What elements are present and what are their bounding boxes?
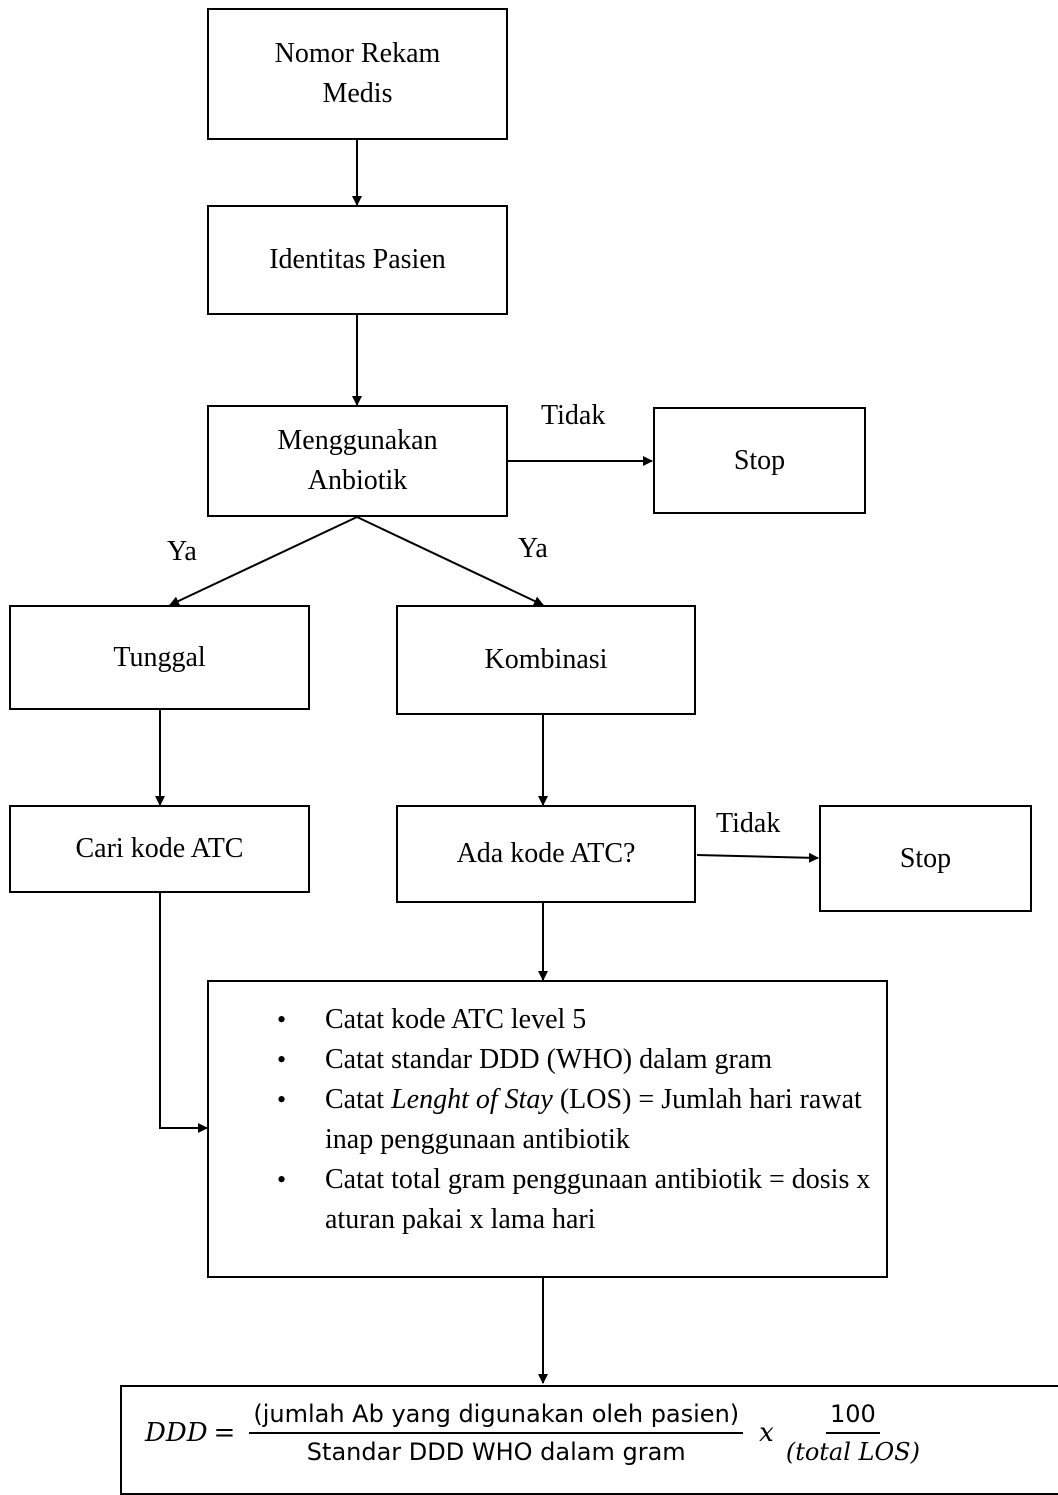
- catat-item-1: Catat kode ATC level 5: [235, 1000, 875, 1040]
- node-identitas-pasien: Identitas Pasien: [207, 205, 508, 315]
- node-stop-2: Stop: [819, 805, 1032, 912]
- catat-item-3-post: (LOS) = Jumlah hari rawat inap penggunaa…: [325, 1084, 862, 1155]
- arrow-ada-to-stop: [696, 852, 819, 863]
- formula-factor-num: 100: [825, 1400, 880, 1434]
- formula-numerator: (jumlah Ab yang digunakan oleh pasien): [249, 1400, 744, 1434]
- arrow-to-tunggal: [169, 516, 358, 606]
- formula-main-fraction: (jumlah Ab yang digunakan oleh pasien) S…: [249, 1400, 744, 1466]
- arrow-to-kombinasi: [356, 516, 544, 606]
- node-ada-kode-atc: Ada kode ATC?: [396, 805, 696, 903]
- node-cari-kode-atc: Cari kode ATC: [9, 805, 310, 893]
- node-cari-label: Cari kode ATC: [75, 833, 244, 864]
- catat-item-3-pre: Catat: [325, 1084, 392, 1115]
- catat-item-3: Catat Lenght of Stay (LOS) = Jumlah hari…: [235, 1080, 875, 1160]
- arrow-cari-to-catat: [159, 893, 208, 1133]
- catat-item-3-em: Lenght of Stay: [391, 1084, 553, 1115]
- catat-item-4-text: Catat total gram penggunaan antibiotik =…: [325, 1164, 871, 1235]
- node-ada-label: Ada kode ATC?: [456, 838, 636, 869]
- node-stop-2-label: Stop: [899, 842, 952, 874]
- node-nomor-rekam-medis: Nomor Rekam Medis: [207, 8, 508, 140]
- node-nomor-line2: Medis: [322, 78, 393, 109]
- catat-item-4: Catat total gram penggunaan antibiotik =…: [235, 1160, 875, 1240]
- formula-equals: =: [213, 1418, 236, 1448]
- formula-factor-fraction: 100 (total LOS): [782, 1400, 924, 1466]
- catat-item-2: Catat standar DDD (WHO) dalam gram: [235, 1040, 875, 1080]
- catat-item-1-text: Catat kode ATC level 5: [325, 1004, 587, 1035]
- node-menggunakan-antibiotik: Menggunakan Anbiotik: [207, 405, 508, 517]
- formula-lhs: DDD: [145, 1418, 208, 1448]
- formula-times: x: [759, 1418, 774, 1448]
- node-nomor-line1: Nomor Rekam: [274, 38, 441, 69]
- catat-list: Catat kode ATC level 5 Catat standar DDD…: [235, 1000, 875, 1240]
- edge-label-ya-left: Ya: [167, 536, 197, 567]
- edge-label-tidak-1: Tidak: [541, 400, 606, 431]
- edge-label-ya-right: Ya: [518, 533, 548, 564]
- node-menggunakan-line1: Menggunakan: [277, 425, 438, 456]
- node-kombinasi-label: Kombinasi: [484, 644, 608, 675]
- formula-denominator: Standar DDD WHO dalam gram: [306, 1438, 686, 1466]
- node-tunggal-label: Tunggal: [113, 641, 206, 673]
- node-stop-1-label: Stop: [733, 444, 786, 476]
- edge-label-tidak-2: Tidak: [716, 808, 781, 839]
- node-stop-1: Stop: [653, 407, 866, 514]
- catat-item-2-text: Catat standar DDD (WHO) dalam gram: [325, 1044, 773, 1075]
- node-kombinasi: Kombinasi: [396, 605, 696, 715]
- formula: DDD = (jumlah Ab yang digunakan oleh pas…: [145, 1393, 932, 1473]
- formula-factor-den: (total LOS): [785, 1438, 920, 1466]
- node-menggunakan-line2: Anbiotik: [307, 465, 408, 496]
- node-identitas-label: Identitas Pasien: [269, 244, 446, 275]
- node-tunggal: Tunggal: [9, 605, 310, 710]
